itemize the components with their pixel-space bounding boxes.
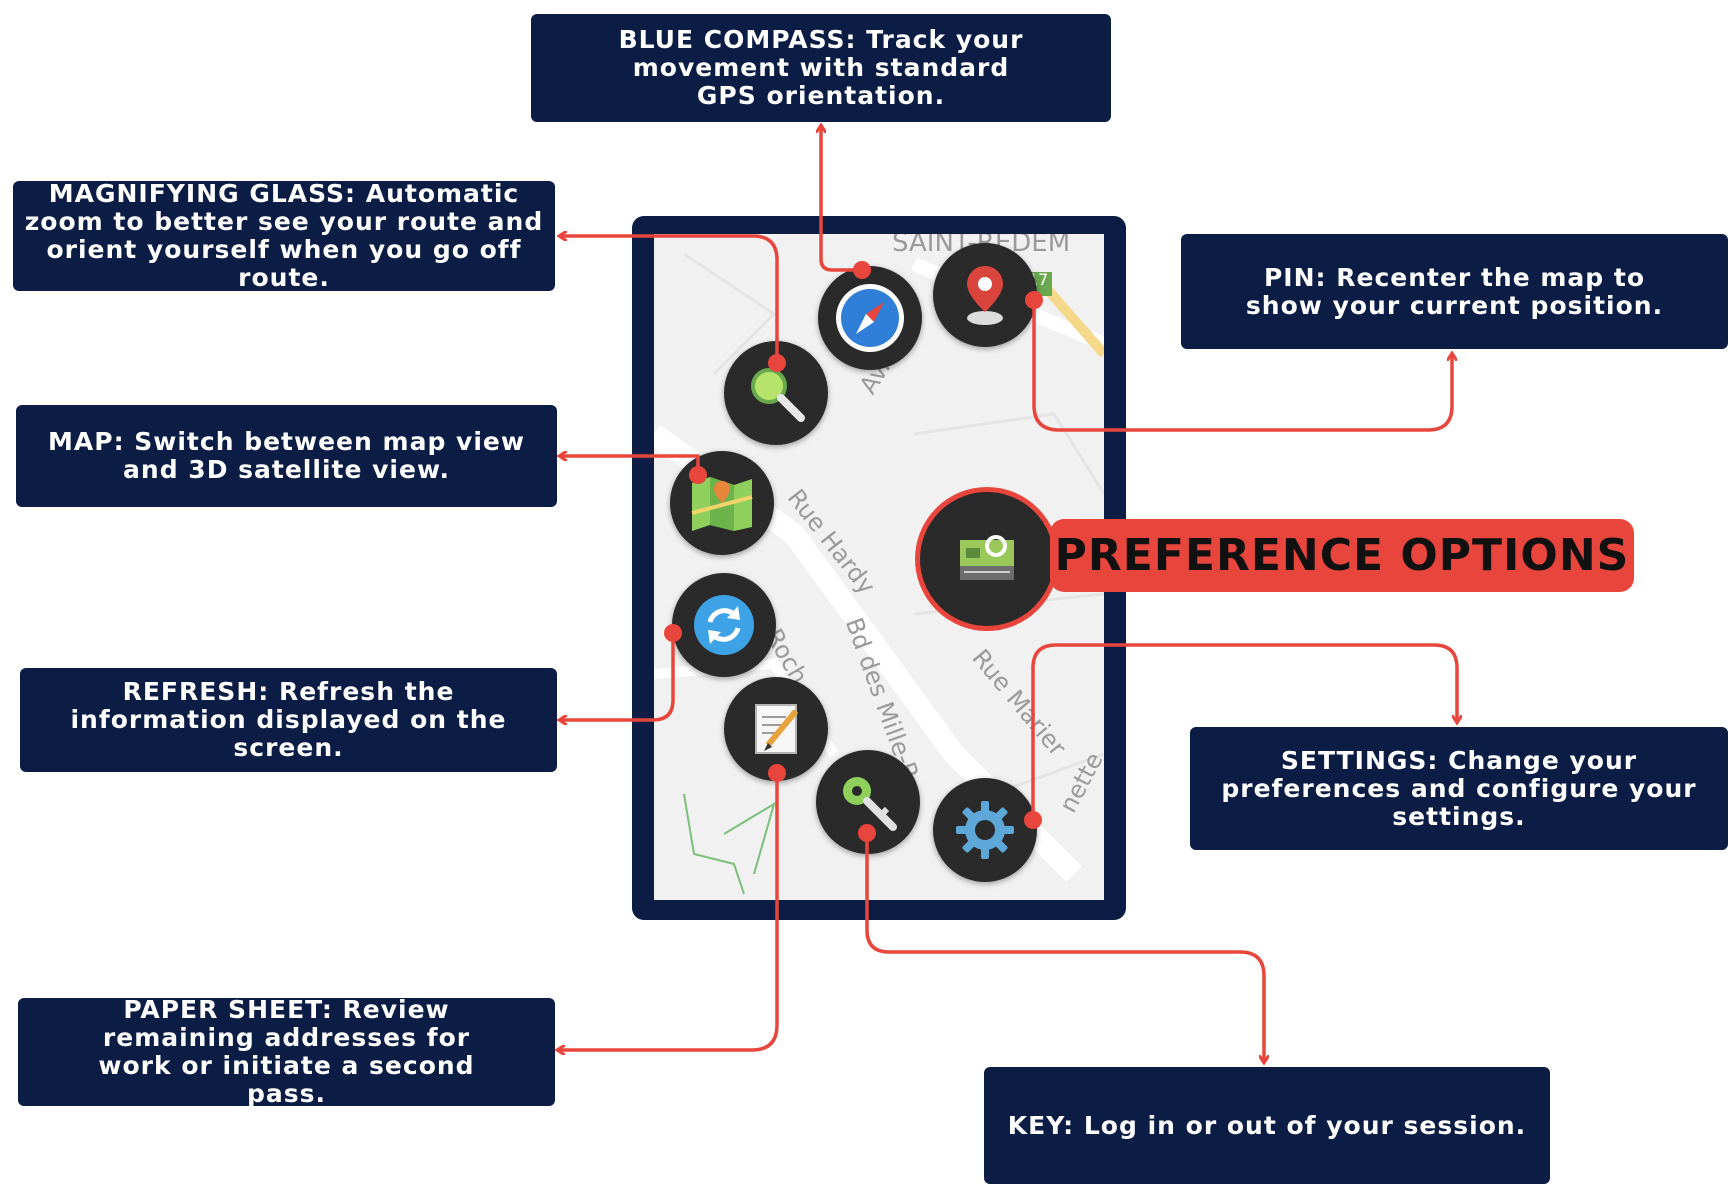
preference-options-label: PREFERENCE OPTIONS (1050, 519, 1634, 592)
magnifying-glass-button[interactable] (724, 341, 828, 445)
refresh-button[interactable] (672, 573, 776, 677)
folded-map-icon (688, 473, 756, 533)
gear-icon (952, 797, 1018, 863)
callout-refresh: REFRESH: Refresh the information display… (20, 668, 557, 772)
callout-blue-compass: BLUE COMPASS: Track your movement with s… (531, 14, 1111, 122)
refresh-icon (691, 592, 757, 658)
key-button[interactable] (816, 750, 920, 854)
pin-button[interactable] (933, 243, 1037, 347)
preference-options-button[interactable] (915, 487, 1059, 631)
location-pin-icon (955, 260, 1015, 330)
callout-key: KEY: Log in or out of your session. (984, 1067, 1550, 1184)
preference-icon (956, 526, 1018, 593)
compass-icon (832, 280, 908, 356)
key-icon (835, 769, 901, 835)
callout-magnifying-glass: MAGNIFYING GLASS: Automatic zoom to bett… (13, 180, 555, 292)
paper-sheet-button[interactable] (724, 677, 828, 781)
callout-settings: SETTINGS: Change your preferences and co… (1190, 727, 1728, 850)
callout-map: MAP: Switch between map view and 3D sate… (16, 405, 557, 507)
settings-button[interactable] (933, 778, 1037, 882)
map-view-toggle-button[interactable] (670, 451, 774, 555)
callout-pin: PIN: Recenter the map to show your curre… (1181, 234, 1728, 349)
magnifying-glass-icon (741, 358, 811, 428)
callout-paper-sheet: PAPER SHEET: Review remaining addresses … (18, 996, 555, 1108)
paper-sheet-icon (746, 697, 806, 761)
blue-compass-button[interactable] (818, 266, 922, 370)
